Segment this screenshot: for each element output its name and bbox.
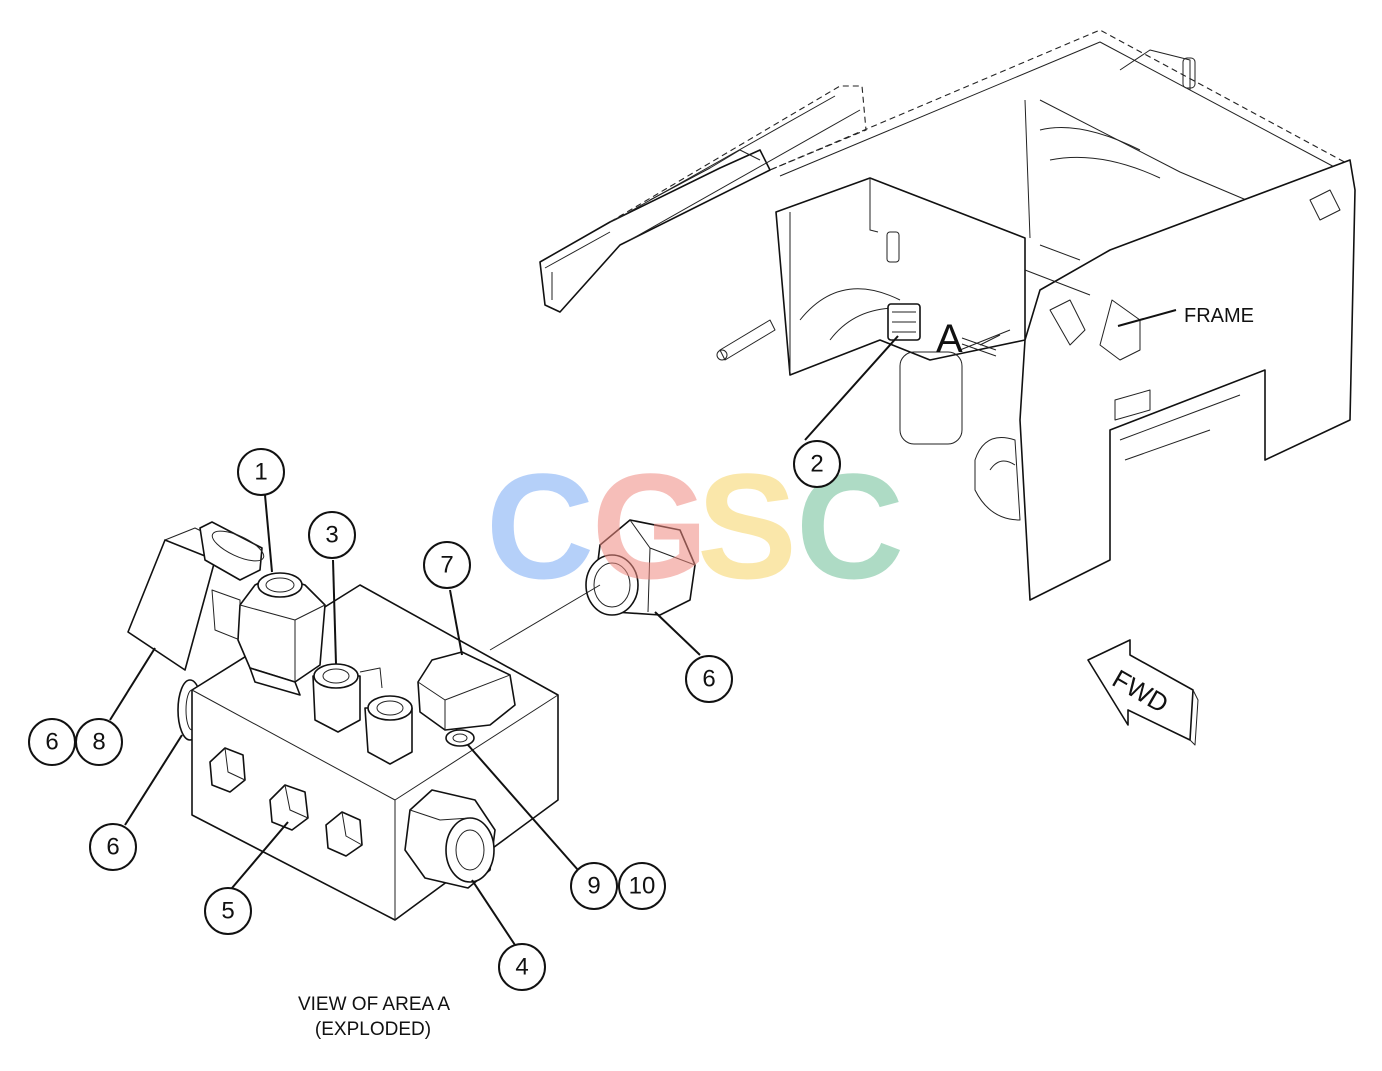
callout-6-coil: 6 [28,718,76,766]
callout-7-number: 7 [440,552,453,579]
callout-2: 2 [793,440,841,488]
callout-6-fitting: 6 [685,655,733,703]
callout-3-number: 3 [325,522,338,549]
callout-5: 5 [204,887,252,935]
machine-frame [539,29,1356,601]
callout-2-number: 2 [810,451,823,478]
callout-4: 4 [498,943,546,991]
callout-3: 3 [308,511,356,559]
valve-assembly [127,519,696,921]
callout-6-coil-number: 6 [45,729,58,756]
watermark-letter-2: G [592,442,709,610]
callout-10: 10 [618,862,666,910]
view-caption-line-2: (EXPLODED) [315,1019,431,1040]
leader-lines [109,335,899,946]
watermark-letter-3: S [697,442,797,610]
frame-label: FRAME [1184,305,1254,327]
forward-arrow: FWD [1087,639,1199,746]
callout-5-number: 5 [221,898,234,925]
callout-6-oring: 6 [89,823,137,871]
callout-6-fitting-number: 6 [702,666,715,693]
callout-8-number: 8 [92,729,105,756]
callout-1: 1 [237,448,285,496]
callout-9-number: 9 [587,873,600,900]
view-caption-line-1: VIEW OF AREA A [298,994,450,1015]
callout-8: 8 [75,718,123,766]
callout-4-number: 4 [515,954,528,981]
area-a-hatch [961,337,997,357]
area-a-marker: A [936,317,963,361]
callout-7: 7 [423,541,471,589]
callout-1-number: 1 [254,459,267,486]
watermark-letter-1: C [486,442,594,610]
watermark: C G S C [486,442,904,610]
callout-6-oring-number: 6 [106,834,119,861]
callout-10-number: 10 [629,873,656,900]
callout-9: 9 [570,862,618,910]
